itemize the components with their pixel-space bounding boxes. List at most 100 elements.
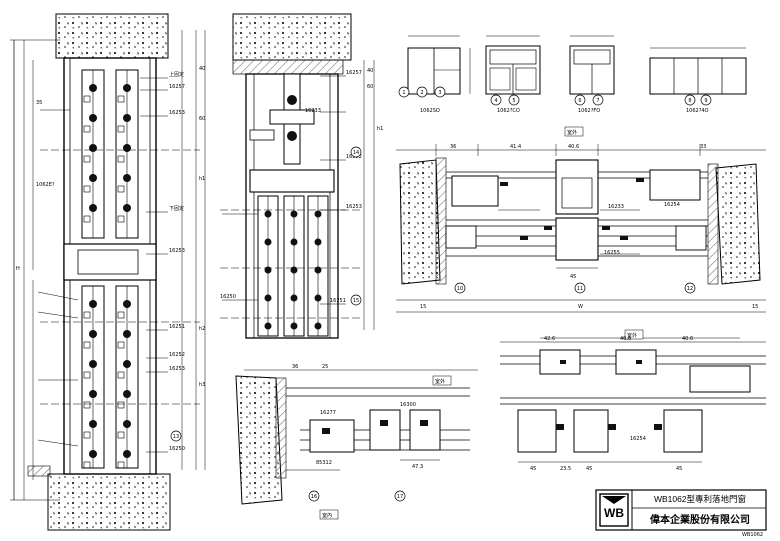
bl-dim-25: 25 (322, 364, 328, 370)
reference-circle (170, 430, 182, 442)
bl-callout-16277: 16277 (320, 410, 336, 416)
panel-code-c: 1062?FO (578, 108, 600, 114)
product-title: WB1062型專利落地門窗 (653, 494, 747, 504)
plan-view-bottom-right: 室外 42.6 40.6 40.6 45 23.5 45 45 16254 (500, 329, 766, 472)
reference-circle (416, 86, 428, 98)
logo-text: WB (604, 506, 624, 520)
reference-circle (700, 94, 712, 106)
plan-dim-W: W (578, 304, 583, 310)
mid-callout-16253: 16253 (346, 204, 362, 210)
reference-circle (684, 282, 696, 294)
plan-callout-16233: 16233 (608, 204, 624, 210)
reference-circle-label: 4 (494, 98, 497, 104)
plan-outdoor-label: 室外 (567, 129, 577, 136)
reference-circle-label: 3 (438, 90, 441, 96)
br-outdoor-label: 室外 (627, 332, 637, 339)
reference-circle-label: 6 (578, 98, 581, 104)
br-dim-45-b: 45 (586, 466, 592, 472)
callout-16253-c: 16253 (169, 366, 185, 372)
plan-view-main: 室外 36 41.4 40.6 33 45 15 15 W 16233 1625… (396, 126, 766, 313)
sheet-code: WB1062 (742, 532, 764, 538)
elevation-thumbnails: 1062SO 1062?CO 1062?FO 1062?4O (407, 35, 747, 114)
br-callout-16254: 16254 (630, 436, 646, 442)
callout-16251: 16251 (169, 324, 185, 330)
callout-top-fixed: 上固定 (169, 71, 184, 78)
company-name: 偉本企業股份有限公司 (650, 515, 750, 526)
plan-view-bottom-left: 室外 室內 36 25 47.3 16277 16300 85312 (235, 364, 478, 520)
reference-circle (350, 146, 362, 158)
dim-h2: h2 (199, 326, 205, 332)
plan-dim-15-r: 15 (752, 304, 758, 310)
plan-dim-15-l: 15 (420, 304, 426, 310)
panel-code-b: 1062?CO (497, 108, 520, 114)
br-dim-42-6: 42.6 (544, 336, 555, 342)
mid-callout-16233: 16233 (305, 108, 321, 114)
br-dim-40-6-b: 40.6 (682, 336, 693, 342)
reference-circle (592, 94, 604, 106)
plan-callout-16254: 16254 (664, 202, 680, 208)
reference-circle-label: 17 (397, 494, 403, 500)
reference-circle (454, 282, 466, 294)
mid-callout-16257: 16257 (346, 70, 362, 76)
mid-dim-40: 40 (367, 68, 373, 74)
br-dim-45-a: 45 (530, 466, 536, 472)
bl-dim-36: 36 (292, 364, 298, 370)
plan-dim-45: 45 (570, 274, 576, 280)
bl-indoor-label: 室內 (322, 512, 332, 519)
panel-code-d: 1062?4O (686, 108, 709, 114)
reference-circle (398, 86, 410, 98)
mid-dim-h1: h1 (377, 126, 383, 132)
reference-circle-label: 2 (420, 90, 423, 96)
reference-circle-label: 9 (704, 98, 707, 104)
plan-dim-40-6: 40.6 (568, 144, 579, 150)
bl-callout-85312: 85312 (316, 460, 332, 466)
dim-h3: h3 (199, 382, 205, 388)
plan-dim-41-4: 41.4 (510, 144, 521, 150)
callout-bottom-fixed: 下固定 (169, 205, 184, 212)
dim-35: 35 (36, 100, 42, 106)
br-dim-40-6-a: 40.6 (620, 336, 631, 342)
mid-callout-16251: 16251 (330, 298, 346, 304)
reference-circle (508, 94, 520, 106)
reference-circle (434, 86, 446, 98)
title-block (595, 489, 767, 531)
panel-code-a: 1062SO (420, 108, 440, 114)
reference-circle-label: 16 (311, 494, 317, 500)
reference-circle-label: 11 (577, 286, 583, 292)
left-vertical-section: 上固定 16257 16253 下固定 16253 16252 16253 16… (10, 13, 205, 531)
reference-circle (490, 94, 502, 106)
reference-circle-label: 5 (512, 98, 515, 104)
callout-16253-b: 16253 (169, 248, 185, 254)
plan-dim-33: 33 (700, 144, 706, 150)
reference-circle-label: 8 (688, 98, 691, 104)
reference-circle (308, 490, 320, 502)
reference-circle-label: 10 (457, 286, 463, 292)
plan-dim-36: 36 (450, 144, 456, 150)
mid-dim-60: 60 (367, 84, 373, 90)
dim-60: 60 (199, 116, 205, 122)
reference-circle (350, 294, 362, 306)
plan-callout-16255: 16255 (604, 250, 620, 256)
reference-circle-label: 1 (402, 90, 405, 96)
reference-circle-label: 15 (353, 298, 359, 304)
reference-circle-label: 12 (687, 286, 693, 292)
dim-h1: h1 (199, 176, 205, 182)
middle-vertical-section: 16257 16233 16252 16253 16251 16250 40 6… (220, 13, 383, 339)
dim-40: 40 (199, 66, 205, 72)
bl-dim-47-3: 47.3 (412, 464, 423, 470)
callout-16250: 16250 (169, 446, 185, 452)
callout-16253-a: 16253 (169, 110, 185, 116)
reference-circle (684, 94, 696, 106)
reference-circle (574, 94, 586, 106)
dim-1062e: 1062E? (36, 182, 55, 188)
reference-circle (574, 282, 586, 294)
bl-callout-16300: 16300 (400, 402, 416, 408)
br-dim-45-c: 45 (676, 466, 682, 472)
bl-outdoor-label: 室外 (435, 378, 445, 385)
mid-callout-16252: 16252 (346, 154, 362, 160)
callout-16252: 16252 (169, 352, 185, 358)
reference-circle-label: 13 (173, 434, 179, 440)
reference-circle (394, 490, 406, 502)
